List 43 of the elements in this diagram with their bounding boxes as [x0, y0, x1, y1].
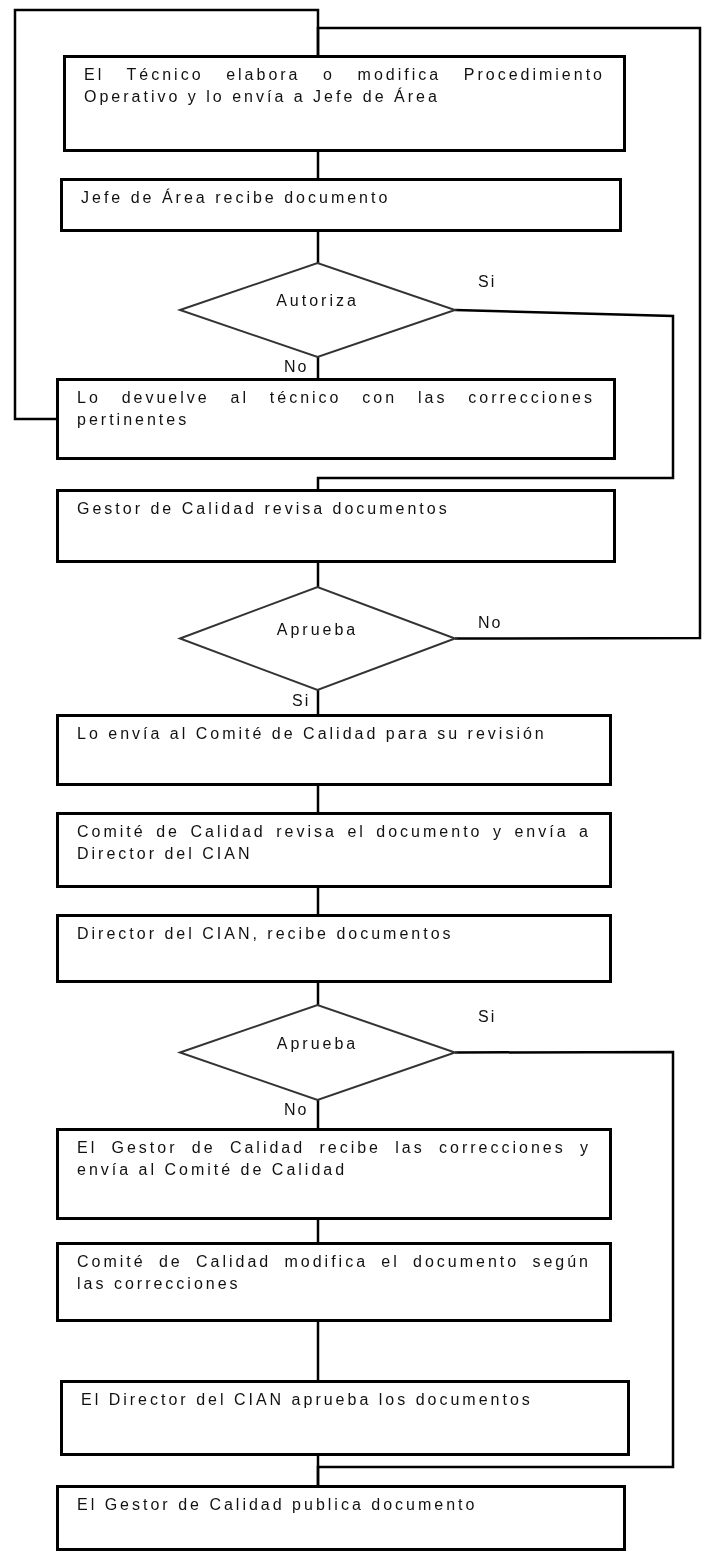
process-box [63, 55, 626, 152]
connector-line [316, 308, 675, 489]
process-text: Director del CIAN, recibe documentos [77, 924, 455, 944]
process-box [56, 714, 612, 786]
connector-line [316, 786, 320, 812]
process-text: Lo envía al Comité de Calidad para su revisión [77, 724, 548, 744]
decision-label: Autoriza [275, 291, 360, 311]
connector-line [316, 232, 320, 263]
process-box [56, 489, 616, 563]
decision-label: Aprueba [275, 619, 360, 640]
connector-line [13, 8, 320, 421]
process-text: Comité de Calidad modifica el documento según las correcciones [77, 1252, 591, 1294]
connector-line [316, 690, 320, 714]
connector-line [316, 1220, 320, 1242]
process-text: El Técnico elabora o modifica Procedimiento Operativo y lo envía a Jefe de Área [84, 65, 605, 107]
connector-line [316, 152, 320, 178]
process-box [56, 812, 612, 888]
process-box [56, 378, 616, 460]
decision-diamond [180, 263, 455, 357]
decision-diamond [180, 587, 455, 690]
process-box [56, 1242, 612, 1322]
connector-line [316, 1322, 320, 1380]
process-box [56, 914, 612, 983]
connector-line [316, 1100, 320, 1128]
process-box [60, 1380, 630, 1456]
connector-line [316, 983, 320, 1005]
process-text: El Gestor de Calidad recibe las correcciones y envía al Comité de Calidad [77, 1138, 591, 1180]
process-box [56, 1485, 626, 1551]
process-text: Jefe de Área recibe documento [81, 187, 392, 208]
connector-line [316, 888, 320, 914]
process-text: El Gestor de Calidad publica documento [77, 1495, 479, 1515]
connector-line [316, 26, 702, 640]
process-text: Gestor de Calidad revisa documentos [77, 499, 451, 519]
process-box [60, 178, 622, 232]
connector-line [316, 357, 320, 378]
decision-diamond [180, 1005, 455, 1100]
process-text: Comité de Calidad revisa el documento y envía a Director del CIAN [77, 822, 591, 864]
process-box [56, 1128, 612, 1220]
process-text: El Director del CIAN aprueba los documentos [81, 1390, 534, 1410]
connector-line [316, 1050, 675, 1485]
decision-label: Aprueba [275, 1033, 360, 1054]
connector-line [316, 563, 320, 587]
process-text: Lo devuelve al técnico con las correcciones pertinentes [77, 388, 595, 430]
